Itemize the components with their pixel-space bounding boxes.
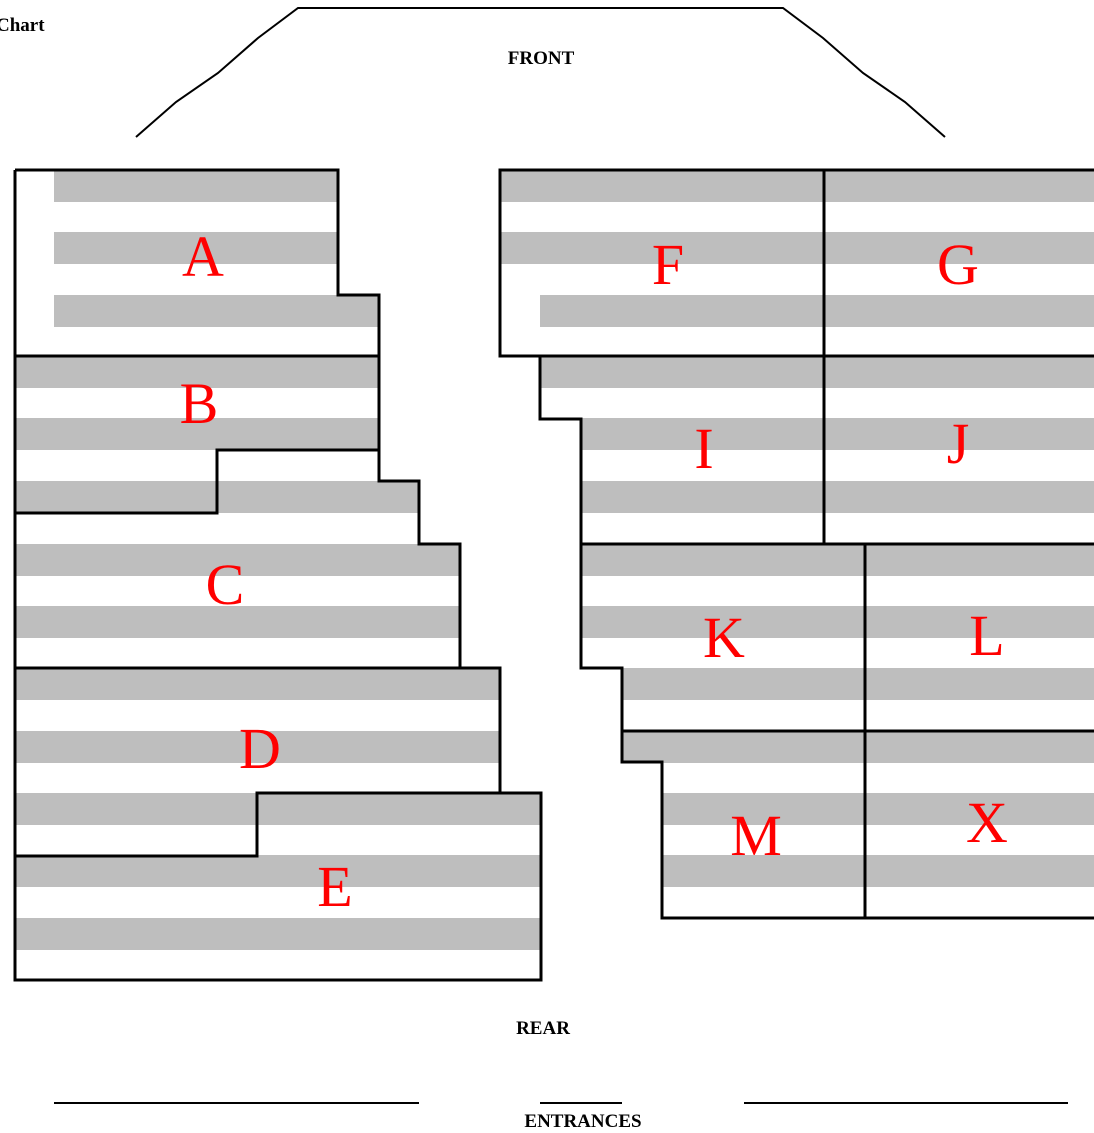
section-k-label[interactable]: K	[703, 605, 745, 670]
section-l-label[interactable]: L	[969, 603, 1004, 668]
entrances-label: ENTRANCES	[524, 1111, 641, 1132]
section-i-label[interactable]: I	[694, 416, 713, 481]
row-bands	[16, 170, 1094, 950]
section-f-label[interactable]: F	[652, 232, 684, 297]
section-b-label[interactable]: B	[180, 371, 219, 436]
right-section-outlines	[498, 168, 1094, 920]
section-d-label[interactable]: D	[239, 716, 281, 781]
section-m-label[interactable]: M	[730, 803, 782, 868]
chart-title: Chart	[0, 15, 45, 36]
section-j-label[interactable]: J	[947, 411, 970, 476]
rear-label: REAR	[516, 1018, 570, 1039]
front-label: FRONT	[508, 48, 575, 69]
left-section-outlines	[13, 168, 543, 982]
section-c-label[interactable]: C	[206, 552, 245, 617]
section-x-label[interactable]: X	[966, 790, 1008, 855]
section-g-label[interactable]: G	[937, 232, 979, 297]
section-e-label[interactable]: E	[317, 854, 352, 919]
section-a-label[interactable]: A	[182, 224, 224, 289]
stage-outline	[135, 7, 946, 138]
